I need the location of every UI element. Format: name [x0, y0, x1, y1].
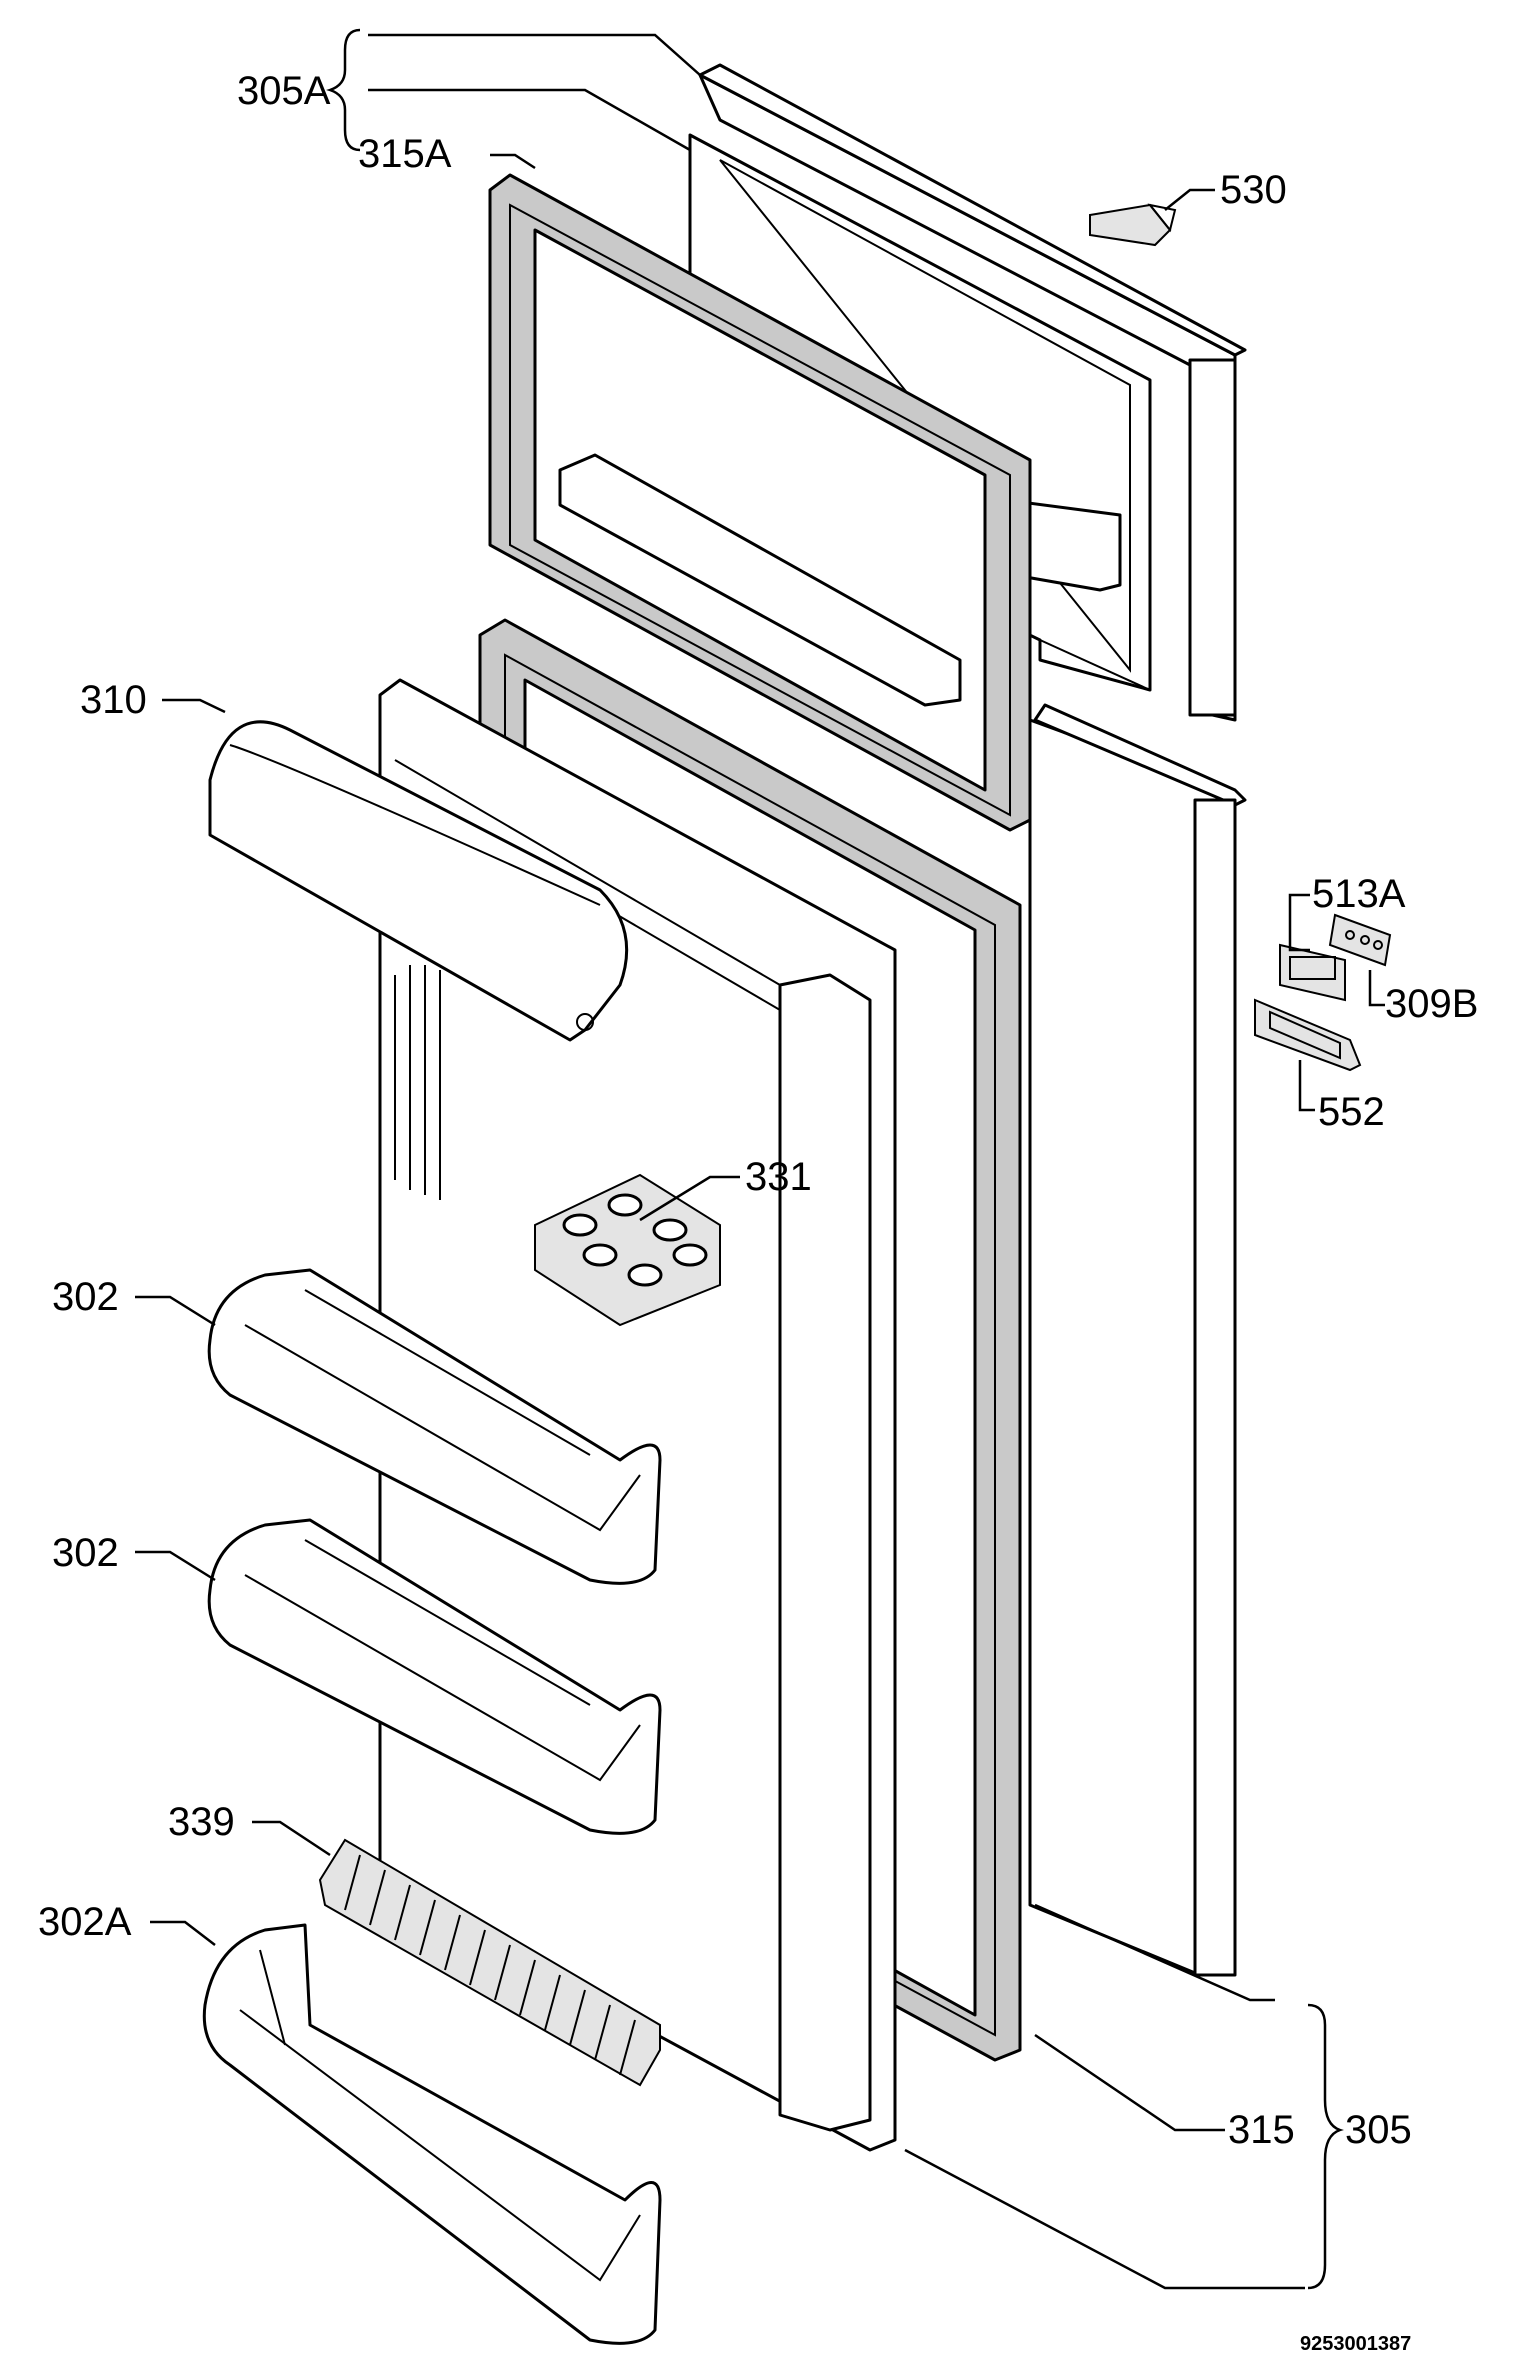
label-552: 552: [1318, 1090, 1385, 1134]
part-labels: 305A 315A 530 310 513A 309B 552 331 302 …: [38, 69, 1478, 2355]
label-513A: 513A: [1312, 872, 1406, 916]
egg-tray-331: [534, 1173, 721, 1327]
label-310: 310: [80, 678, 147, 722]
door-shelf-302-upper: [207, 1268, 662, 1585]
dairy-compartment-310: [208, 720, 629, 1042]
label-305: 305: [1345, 2108, 1412, 2152]
hinge-cap-530: [1089, 203, 1177, 247]
label-339: 339: [168, 1800, 235, 1844]
label-315: 315: [1228, 2108, 1295, 2152]
drawing-code: 9253001387: [1300, 2333, 1411, 2355]
label-305A: 305A: [237, 69, 331, 113]
freezer-gasket: [488, 173, 1032, 832]
bottle-retainer-339: [318, 1838, 661, 2087]
label-302A: 302A: [38, 1900, 132, 1944]
bottle-shelf-302A: [202, 1923, 662, 2345]
label-302-lower: 302: [52, 1531, 119, 1575]
leader-lines: [135, 28, 1385, 2290]
label-315A: 315A: [358, 132, 452, 176]
label-331: 331: [745, 1155, 812, 1199]
fridge-door: [1028, 703, 1247, 1977]
label-530: 530: [1220, 168, 1287, 212]
label-309B: 309B: [1385, 982, 1478, 1026]
door-shelf-302-lower: [207, 1518, 662, 1835]
handle-plate-parts: [1254, 913, 1392, 1072]
label-302-upper: 302: [52, 1275, 119, 1319]
